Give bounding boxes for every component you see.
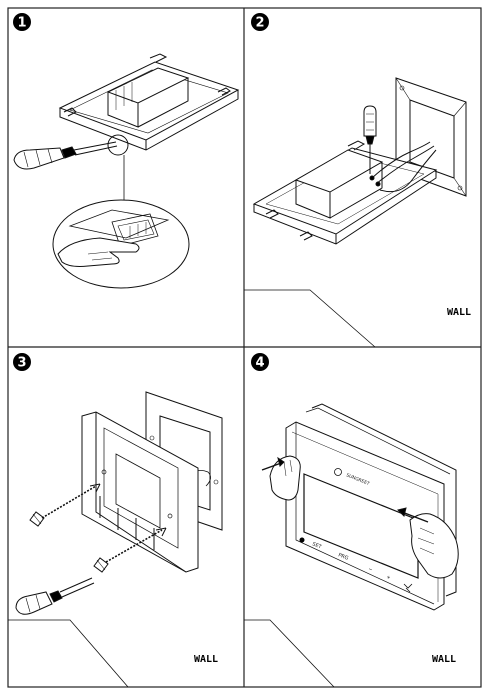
step-number-4: 4 [255, 356, 264, 371]
panel-step-3: 3 [8, 353, 223, 688]
terminal-block-2 [294, 149, 384, 219]
arrow-icon [89, 483, 101, 493]
step-badge-3: 3 [13, 353, 31, 371]
panel-step-1: 1 [13, 13, 240, 289]
back-plate-4 [311, 403, 457, 597]
release-clip-1 [107, 134, 129, 156]
hand-icon [57, 237, 140, 267]
screwdriver-icon [363, 105, 377, 174]
arrow-icon [397, 507, 429, 523]
fan-icon [403, 583, 413, 593]
screw-icon [29, 485, 97, 527]
button-minus-label: − [367, 566, 373, 573]
button-set-label: SET [311, 541, 323, 550]
wall-edge-3 [8, 619, 129, 688]
wall-edge-2 [244, 289, 376, 348]
thermostat-icon: SUNGREET SET PRG − + [285, 421, 445, 611]
step-badge-1: 1 [13, 13, 31, 31]
wires-2 [369, 141, 437, 193]
wall-label-4: WALL [432, 654, 456, 665]
arrow-icon [261, 456, 285, 471]
back-plate-1 [58, 53, 240, 151]
button-plus-label: + [385, 574, 391, 581]
hand-icon [269, 455, 301, 501]
step-badge-2: 2 [251, 13, 269, 31]
step-badge-4: 4 [251, 353, 269, 371]
button-prg-label: PRG [337, 552, 349, 561]
wall-label-3: WALL [194, 654, 218, 665]
screwdriver-icon [15, 577, 95, 615]
wall-label-2: WALL [447, 307, 471, 318]
panel-step-4: 4 SUNGREET SET PRG − + [244, 353, 459, 688]
step-number-3: 3 [17, 356, 26, 371]
wall-edge-4 [244, 619, 335, 688]
brand-logo [334, 468, 342, 476]
back-plate-3 [81, 411, 199, 573]
step-number-1: 1 [17, 16, 26, 31]
panel-step-2: 2 [244, 13, 471, 348]
terminal-block-1 [106, 67, 190, 128]
power-icon [299, 537, 305, 543]
step-number-2: 2 [255, 16, 264, 31]
screwdriver-icon [13, 141, 118, 170]
arrow-icon [155, 527, 167, 537]
hand-icon [409, 513, 459, 579]
zoom-detail-1 [52, 199, 190, 289]
screw-icon [93, 529, 163, 573]
